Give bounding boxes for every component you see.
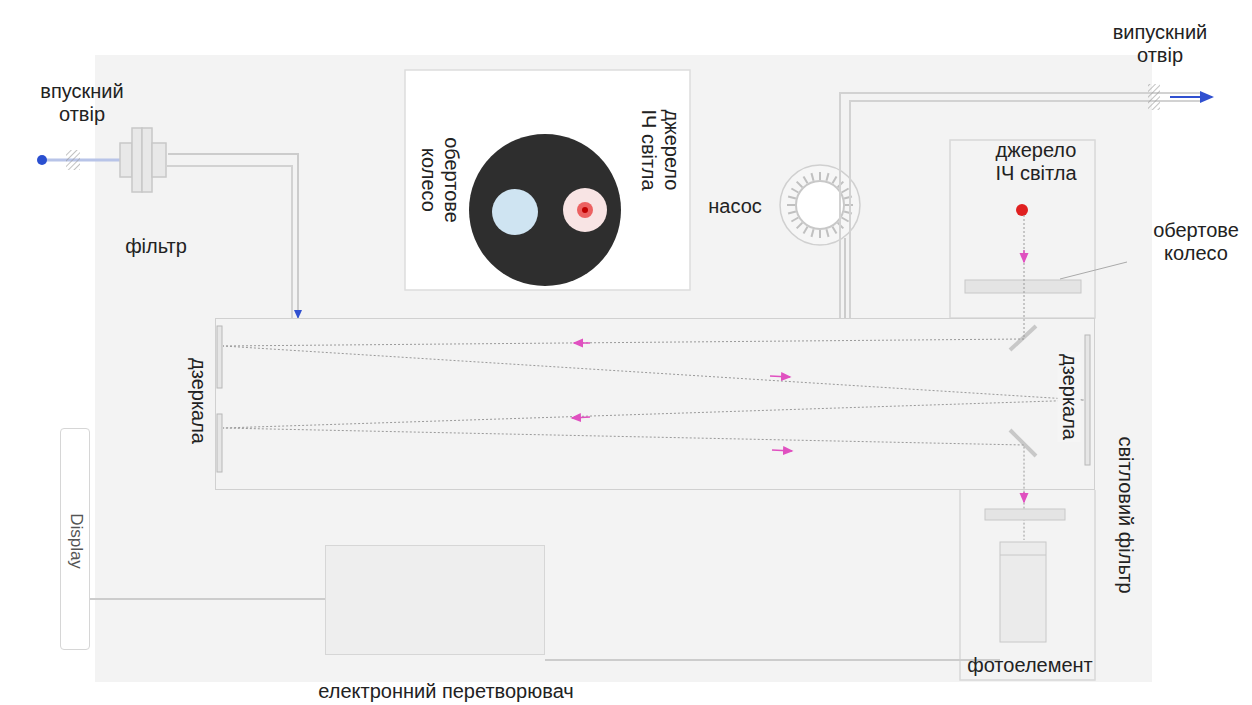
display-box: Display — [60, 428, 90, 650]
outlet-pipe — [840, 93, 1200, 318]
label: світловий фільтр — [1114, 436, 1137, 593]
ir-source — [1016, 204, 1028, 216]
pump-box: насос — [780, 165, 860, 245]
label: впускний отвір — [27, 80, 137, 126]
part-name: фотоелемент — [967, 654, 1093, 677]
light-beam — [223, 215, 1084, 540]
label: джерело ІЧ світла — [986, 139, 1086, 185]
connector — [90, 598, 325, 600]
connector — [545, 659, 1000, 661]
part-name: дзеркала — [1058, 352, 1081, 442]
inlet — [37, 150, 120, 170]
photoelement-symbol — [1000, 542, 1046, 642]
cell-box: дзеркаладзеркала — [215, 318, 1095, 490]
source-frame — [950, 140, 1095, 318]
detector-frame — [960, 490, 1095, 680]
inset-frame — [405, 70, 690, 290]
part-name: дзеркала — [187, 358, 210, 444]
part-name: електронний перетворювач — [318, 680, 573, 703]
part-name: фільтр — [125, 235, 187, 258]
beam-arrow — [572, 250, 1024, 502]
connector — [168, 154, 298, 318]
converter-box: електронний перетворювач — [325, 545, 545, 655]
rotating-wheel — [469, 134, 621, 286]
part-name: обертове колесо — [417, 132, 463, 228]
part-name: джерело ІЧ світла — [637, 102, 683, 198]
light-filter-plate — [985, 509, 1065, 520]
filter-box: фільтр — [118, 126, 168, 194]
pump-symbol — [780, 165, 860, 245]
inset-box: джерело ІЧ світла обертове колесо — [405, 70, 690, 290]
connector — [844, 238, 846, 318]
label: обертове колесо — [1146, 219, 1246, 265]
part-name: насос — [708, 195, 762, 218]
outlet-fitting — [1148, 84, 1160, 110]
photoelement-box: фотоелемент — [1000, 542, 1046, 642]
display-text: Display — [66, 513, 86, 569]
filter-symbol — [120, 128, 166, 192]
leader-line — [1060, 262, 1127, 279]
mirror — [217, 326, 1090, 472]
wheel-plate — [965, 280, 1081, 293]
panel — [95, 55, 1152, 682]
label: випускний отвір — [1100, 21, 1220, 67]
outlet-arrow — [1170, 96, 1212, 98]
